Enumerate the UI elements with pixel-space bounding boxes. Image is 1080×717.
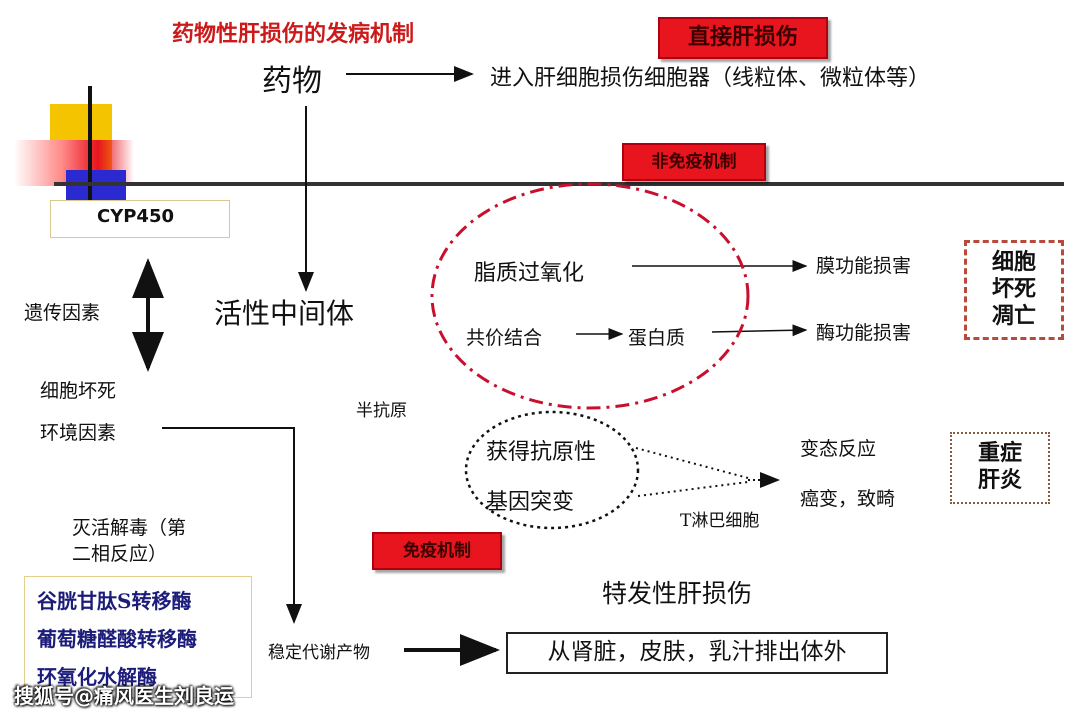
severe-line-2: 肝炎	[977, 467, 1022, 493]
node-lipid-peroxidation: 脂质过氧化	[474, 261, 585, 286]
enzyme-epoxide-hydrolase: 环氧化水解酶	[37, 665, 157, 689]
tag-non-immune: 非免疫机制	[622, 143, 766, 181]
node-protein: 蛋白质	[628, 327, 686, 349]
arrow-protein-to-enzyme	[711, 324, 808, 337]
node-t-lymphocyte: T淋巴细胞	[680, 511, 760, 531]
tag-direct-damage: 直接肝损伤	[658, 17, 828, 59]
node-genetic: 遗传因素	[24, 302, 101, 324]
node-allergy: 变态反应	[800, 438, 877, 460]
severe-hepatitis-box: 重症 肝炎	[950, 432, 1050, 504]
cell-death-box: 细胞 坏死 凋亡	[964, 240, 1064, 340]
immune-ellipse	[464, 410, 640, 530]
node-antigenicity: 获得抗原性	[486, 440, 597, 465]
cell-death-line-1: 细胞	[991, 249, 1036, 275]
node-gene-mutation: 基因突变	[486, 490, 575, 515]
node-membrane-damage: 膜功能损害	[816, 255, 912, 277]
node-hapten: 半抗原	[356, 401, 407, 421]
funnel-top	[635, 447, 749, 479]
node-enter-cells: 进入肝细胞损伤细胞器（线粒体、微粒体等）	[490, 66, 931, 91]
node-environment: 环境因素	[40, 422, 117, 444]
watermark: 搜狐号@痛风医生刘良运	[14, 684, 234, 708]
node-idiosyncratic: 特发性肝损伤	[602, 579, 753, 608]
node-drug: 药物	[262, 64, 322, 99]
node-active-intermediate: 活性中间体	[214, 297, 355, 330]
arrow-env-to-metabolite	[162, 427, 302, 624]
enzyme-box: 谷胱甘肽S转移酶 葡萄糖醛酸转移酶 环氧化水解酶	[24, 576, 252, 698]
page-title: 药物性肝损伤的发病机制	[172, 21, 415, 47]
node-cyp450: CYP450	[97, 206, 175, 227]
cell-death-line-3: 凋亡	[991, 303, 1036, 329]
node-cancer: 癌变，致畸	[800, 488, 896, 510]
node-detox-line-2: 二相反应）	[72, 543, 168, 565]
tag-immune: 免疫机制	[372, 532, 502, 570]
severe-line-1: 重症	[977, 440, 1022, 466]
node-detox-line-1: 灭活解毒（第	[72, 517, 187, 539]
node-stable-metabolite: 稳定代谢产物	[268, 643, 370, 663]
node-excretion: 从肾脏，皮肤，乳汁排出体外	[506, 632, 888, 674]
cell-death-line-2: 坏死	[991, 276, 1036, 302]
enzyme-gst: 谷胱甘肽S转移酶	[37, 589, 192, 613]
node-covalent-binding: 共价结合	[466, 327, 543, 349]
node-enzyme-damage: 酶功能损害	[816, 322, 912, 344]
node-necrosis: 细胞坏死	[40, 380, 117, 402]
non-immune-ellipse	[430, 182, 750, 410]
cyp450-box: CYP450	[50, 200, 230, 238]
funnel-bottom	[637, 481, 749, 497]
enzyme-ugt: 葡萄糖醛酸转移酶	[37, 627, 197, 651]
